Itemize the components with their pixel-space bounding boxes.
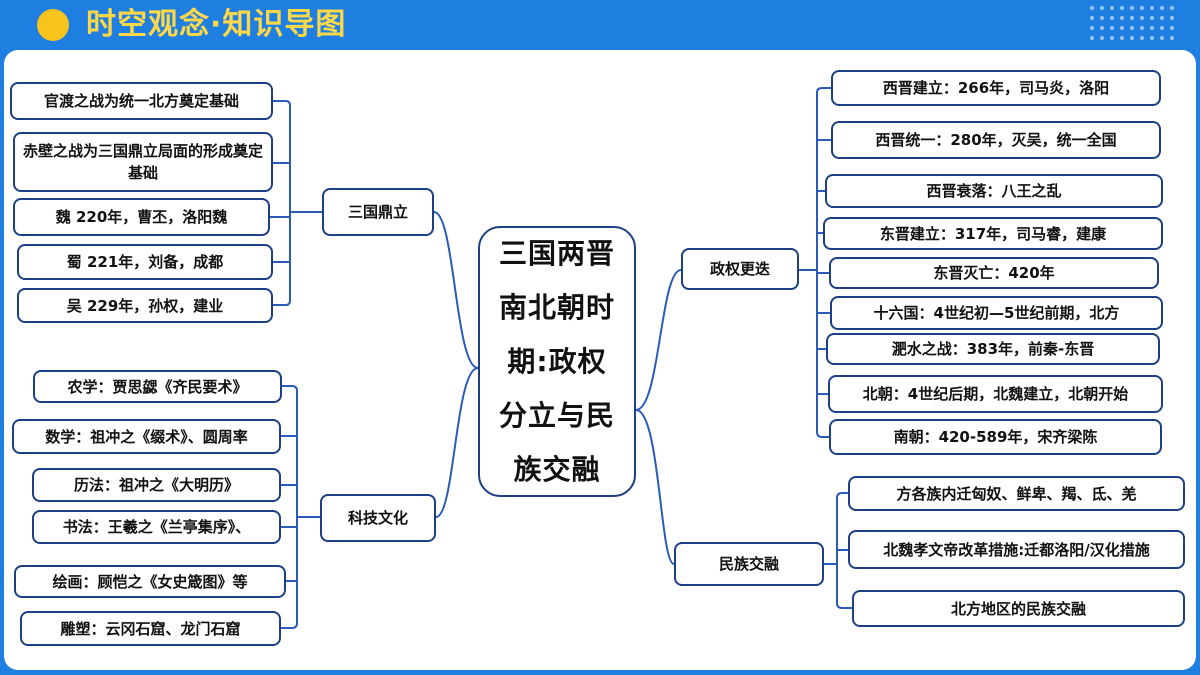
zhengquan-item-sixteen-kingdoms: 十六国：4世纪初—5世纪前期，北方	[830, 296, 1163, 330]
dot-grid-dot-icon	[1090, 36, 1094, 40]
minzu-item-northern-integration: 北方地区的民族交融	[852, 590, 1185, 627]
dot-grid-dot-icon	[1170, 26, 1174, 30]
sanguo-item-wei: 魏 220年，曹丕，洛阳魏	[13, 198, 270, 236]
page-title: 时空观念·知识导图	[86, 7, 347, 42]
branch-sanguo: 三国鼎立	[322, 188, 434, 236]
zhengquan-item-southern-dynasties: 南朝：420-589年，宋齐梁陈	[829, 419, 1162, 455]
connector-zhengquan-bracket	[816, 87, 831, 438]
dot-grid-dot-icon	[1120, 6, 1124, 10]
dot-grid-dot-icon	[1090, 6, 1094, 10]
zhengquan-item-feishui: 淝水之战：383年，前秦-东晋	[826, 333, 1160, 365]
header-bar: 时空观念·知识导图	[0, 0, 1200, 50]
zhengquan-item-dongjin-fall: 东晋灭亡：420年	[829, 257, 1159, 289]
minzu-item-xiaowen-reform: 北魏孝文帝改革措施:迁都洛阳/汉化措施	[848, 530, 1185, 569]
sanguo-item-shu: 蜀 221年，刘备，成都	[17, 244, 273, 280]
dot-grid-dot-icon	[1150, 36, 1154, 40]
dot-grid-dot-icon	[1150, 16, 1154, 20]
keji-item-painting: 绘画：顾恺之《女史箴图》等	[14, 565, 286, 598]
zhengquan-item-northern-dynasties: 北朝：4世纪后期，北魏建立，北朝开始	[828, 375, 1163, 413]
minzu-item-migration: 方各族内迁匈奴、鲜卑、羯、氐、羌	[848, 476, 1185, 511]
keji-item-agriculture: 农学：贾思勰《齐民要术》	[33, 370, 282, 403]
zhengquan-item-dongjin-founding: 东晋建立：317年，司马睿，建康	[823, 217, 1163, 250]
dot-grid-dot-icon	[1090, 16, 1094, 20]
dot-grid-dot-icon	[1170, 16, 1174, 20]
dot-grid-dot-icon	[1140, 36, 1144, 40]
branch-keji: 科技文化	[320, 494, 436, 542]
keji-item-math: 数学：祖冲之《缀术》、圆周率	[12, 419, 281, 454]
dot-grid-dot-icon	[1140, 16, 1144, 20]
dot-grid-dot-icon	[1110, 26, 1114, 30]
dot-grid-dot-icon	[1120, 16, 1124, 20]
dot-grid-dot-icon	[1130, 26, 1134, 30]
bullet-dot-icon	[37, 9, 69, 41]
zhengquan-item-xijin-decline: 西晋衰落：八王之乱	[825, 174, 1163, 208]
zhengquan-item-xijin-unification: 西晋统一：280年，灭吴，统一全国	[831, 121, 1161, 159]
branch-minzu: 民族交融	[674, 542, 824, 586]
dot-grid-dot-icon	[1120, 36, 1124, 40]
dot-grid-dot-icon	[1160, 6, 1164, 10]
keji-item-calligraphy: 书法：王羲之《兰亭集序》、	[32, 510, 281, 544]
dot-grid-dot-icon	[1130, 16, 1134, 20]
dot-grid-dot-icon	[1100, 6, 1104, 10]
sanguo-item-guandu: 官渡之战为统一北方奠定基础	[10, 82, 273, 120]
sanguo-item-wu: 吴 229年，孙权，建业	[17, 288, 273, 323]
connector-center-keji	[435, 367, 479, 518]
keji-item-sculpture: 雕塑：云冈石窟、龙门石窟	[20, 611, 281, 646]
dot-grid-dot-icon	[1160, 26, 1164, 30]
dot-grid-dot-icon	[1100, 36, 1104, 40]
connector-keji-bracket	[281, 385, 298, 629]
dot-grid-dot-icon	[1110, 16, 1114, 20]
connector-center-sanguo	[433, 211, 479, 369]
dot-grid-dot-icon	[1100, 26, 1104, 30]
sanguo-item-chibi: 赤壁之战为三国鼎立局面的形成奠定基础	[13, 132, 273, 192]
dot-grid-dot-icon	[1110, 6, 1114, 10]
connector-center-minzu	[635, 409, 675, 565]
dot-grid-dot-icon	[1140, 26, 1144, 30]
dot-grid-dot-icon	[1130, 36, 1134, 40]
dot-grid-dot-icon	[1140, 6, 1144, 10]
dot-grid-dot-icon	[1150, 26, 1154, 30]
dot-grid-dot-icon	[1150, 6, 1154, 10]
dot-grid-dot-icon	[1110, 36, 1114, 40]
dot-grid-dot-icon	[1160, 36, 1164, 40]
dot-grid-dot-icon	[1120, 26, 1124, 30]
dot-grid-dot-icon	[1170, 6, 1174, 10]
dot-grid-dot-icon	[1170, 36, 1174, 40]
dot-grid-dot-icon	[1090, 26, 1094, 30]
dot-grid-dot-icon	[1100, 16, 1104, 20]
branch-zhengquan: 政权更迭	[681, 248, 799, 290]
zhengquan-item-xijin-founding: 西晋建立：266年，司马炎，洛阳	[831, 70, 1161, 106]
dot-grid-decoration-icon	[1090, 6, 1180, 44]
dot-grid-dot-icon	[1160, 16, 1164, 20]
dot-grid-dot-icon	[1130, 6, 1134, 10]
connector-sanguo-bracket	[273, 100, 291, 306]
connector-center-zhengquan	[635, 269, 682, 411]
keji-item-calendar: 历法：祖冲之《大明历》	[32, 468, 281, 502]
center-topic: 三国两晋南北朝时期:政权分立与民族交融	[478, 226, 636, 497]
